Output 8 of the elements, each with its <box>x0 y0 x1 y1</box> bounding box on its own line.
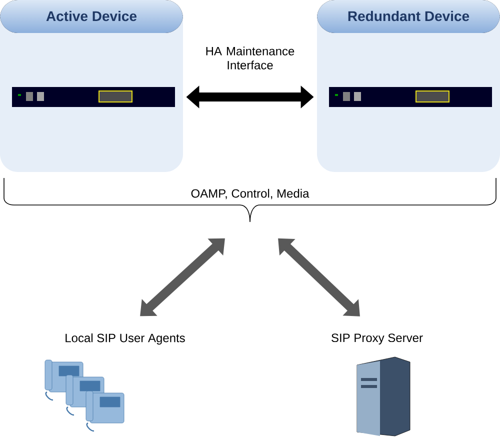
double-arrow <box>278 238 360 316</box>
device-panel: Active Device <box>0 0 183 172</box>
edge-label: HA Maintenance Interface <box>206 46 294 70</box>
device-panel: Redundant Device <box>317 0 500 172</box>
label-text: OAMP, Control, Media <box>191 188 310 200</box>
label-text: SIP Proxy Server <box>332 334 423 344</box>
double-arrow <box>140 238 225 316</box>
label-text: Local SIP User Agents <box>66 333 185 345</box>
